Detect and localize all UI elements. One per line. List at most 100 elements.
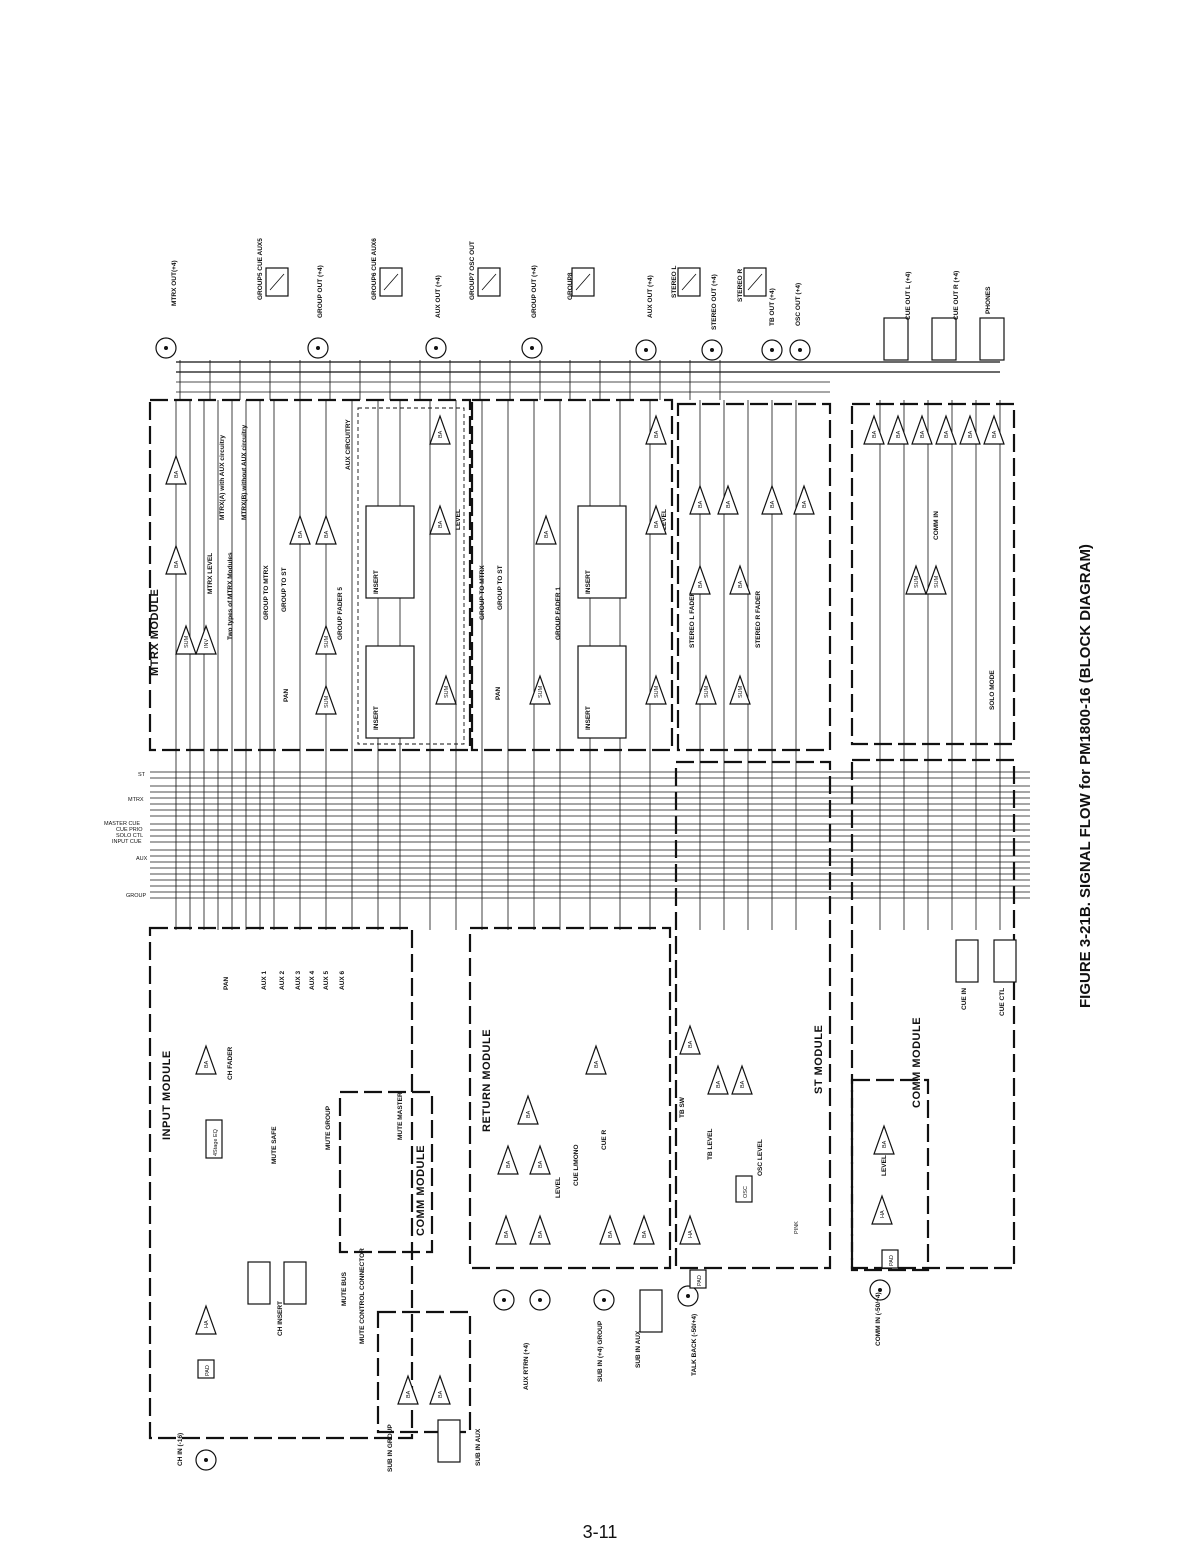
amp-20 xyxy=(689,564,711,595)
amp-label-7: SUM xyxy=(324,695,330,708)
aux-rtrn-label: AUX RTRN (+4) xyxy=(523,1343,530,1390)
insert-box-3 xyxy=(577,645,627,739)
pad-label-0: PAD xyxy=(205,1365,211,1376)
mute-control-label: MUTE CONTROL CONNECTOR xyxy=(359,1248,366,1344)
amp-21 xyxy=(729,564,751,595)
amp-3 xyxy=(195,624,217,655)
group-aux5-label: GROUP5 CUE AUX5 xyxy=(257,238,264,300)
amp-label-33: HA xyxy=(204,1320,210,1328)
tb-level-label: TB LEVEL xyxy=(707,1129,714,1160)
phones-label: PHONES xyxy=(985,286,992,314)
insert-box-1 xyxy=(365,645,415,739)
amp-17 xyxy=(717,484,739,515)
solo-mode-label: SOLO MODE xyxy=(989,670,996,710)
mtrx-a-note: MTRX(A) with AUX circuitry xyxy=(219,435,226,520)
group-module-box xyxy=(470,398,674,752)
insert-blocks: INSERT INSERT INSERT INSERT xyxy=(365,505,627,739)
level-label-3: LEVEL xyxy=(555,1177,562,1198)
stereo-r-label: STEREO R xyxy=(737,268,744,302)
pad-box-0 xyxy=(197,1359,215,1379)
aux-send-label-5: AUX 5 xyxy=(323,970,330,990)
group-out-label: GROUP OUT (+4) xyxy=(317,265,324,318)
bus-label-cue-prio: CUE PRIO xyxy=(116,827,143,833)
amp-label-26: BA xyxy=(920,430,926,438)
amp-label-14: BA xyxy=(654,520,660,528)
amp-47 xyxy=(679,1214,701,1245)
amp-32 xyxy=(195,1044,217,1075)
insert-label-4: INSERT xyxy=(585,570,592,594)
pan-label-mtrx: PAN xyxy=(283,688,290,702)
amp-41 xyxy=(585,1044,607,1075)
bus-label-st: ST xyxy=(138,772,146,778)
figure-caption-svg: FIGURE 3-21B. SIGNAL FLOW for PM1800-16 … xyxy=(1077,544,1094,1008)
aux-send-label-3: AUX 3 xyxy=(295,970,302,990)
cue-r-label: CUE R xyxy=(601,1129,608,1150)
xlr-out-pin-3 xyxy=(530,346,534,350)
amp-label-25: BA xyxy=(896,430,902,438)
xlr-in-pin-1 xyxy=(502,1298,506,1302)
jack-box-0 xyxy=(883,317,909,361)
amp-label-9: BA xyxy=(438,520,444,528)
aux-send-label-4: AUX 4 xyxy=(309,970,316,990)
st-module-label: ST MODULE xyxy=(813,1025,825,1094)
level-label-4: LEVEL xyxy=(881,1155,888,1176)
jack-in-box-1 xyxy=(283,1261,307,1305)
ch-fader-label: CH FADER xyxy=(227,1046,234,1080)
group8-label: GROUP8 xyxy=(567,272,574,300)
sub-in-aux-label: SUB IN AUX xyxy=(475,1428,482,1466)
mtrx-module-label: MTRX MODULE xyxy=(149,589,161,676)
xlr-out-pin-4 xyxy=(644,348,648,352)
amp-label-13: BA xyxy=(654,430,660,438)
group-to-st-label: GROUP TO ST xyxy=(281,567,288,612)
amp-49 xyxy=(871,1194,893,1225)
amp-12 xyxy=(529,674,551,705)
cue-l-mono-label: CUE L/MONO xyxy=(573,1144,580,1186)
osc-label: OSC xyxy=(743,1186,749,1198)
amp-44 xyxy=(679,1024,701,1055)
jack-in-box-3 xyxy=(639,1289,663,1333)
osc-out-label: OSC OUT (+4) xyxy=(795,283,802,326)
talk-back-label: TALK BACK (-50/+4) xyxy=(691,1314,698,1376)
amp-label-19: BA xyxy=(802,500,808,508)
xlr-out-pin-0 xyxy=(164,346,168,350)
xlr-in-pin-4 xyxy=(686,1294,690,1298)
xlr-out-pin-2 xyxy=(434,346,438,350)
pad-label-1: PAD xyxy=(889,1255,895,1266)
bus-label-input-cue: INPUT CUE xyxy=(112,839,142,845)
st-module-upper-box xyxy=(676,402,832,752)
amp-label-29: BA xyxy=(992,430,998,438)
xlr-in-pin-2 xyxy=(538,1298,542,1302)
amp-label-5: BA xyxy=(324,530,330,538)
amp-25 xyxy=(887,414,909,445)
xlr-out-pin-7 xyxy=(798,348,802,352)
st-module-lower-box xyxy=(674,760,832,1270)
amp-label-34: BA xyxy=(406,1390,412,1398)
amp-6 xyxy=(315,624,337,655)
amp-label-45: BA xyxy=(716,1080,722,1088)
amp-label-1: BA xyxy=(174,560,180,568)
amp-1 xyxy=(165,544,187,575)
jack-box-1 xyxy=(931,317,957,361)
amp-11 xyxy=(535,514,557,545)
amp-38 xyxy=(497,1144,519,1175)
amp-label-44: BA xyxy=(688,1040,694,1048)
amp-label-20: BA xyxy=(698,580,704,588)
meter-needle-3 xyxy=(575,273,591,291)
comm-module-lower-box xyxy=(850,758,1016,1270)
bus-label-mtrx: MTRX xyxy=(128,797,144,803)
amp-40 xyxy=(517,1094,539,1125)
insert-label-2: INSERT xyxy=(373,570,380,594)
xlr-out-pin-1 xyxy=(316,346,320,350)
amp-label-12: SUM xyxy=(538,685,544,698)
meter-needle-0 xyxy=(269,273,285,291)
amp-label-41: BA xyxy=(594,1060,600,1068)
pan-label-group: PAN xyxy=(495,686,502,700)
xlr-in-pin-3 xyxy=(602,1298,606,1302)
group7-label: GROUP7 OSC OUT xyxy=(469,241,476,300)
tb-sw-label: TB SW xyxy=(679,1096,686,1118)
group-to-mtrx-label-2: GROUP TO MTRX xyxy=(479,565,486,620)
aux-out-2-label: AUX OUT (+4) xyxy=(647,275,654,318)
